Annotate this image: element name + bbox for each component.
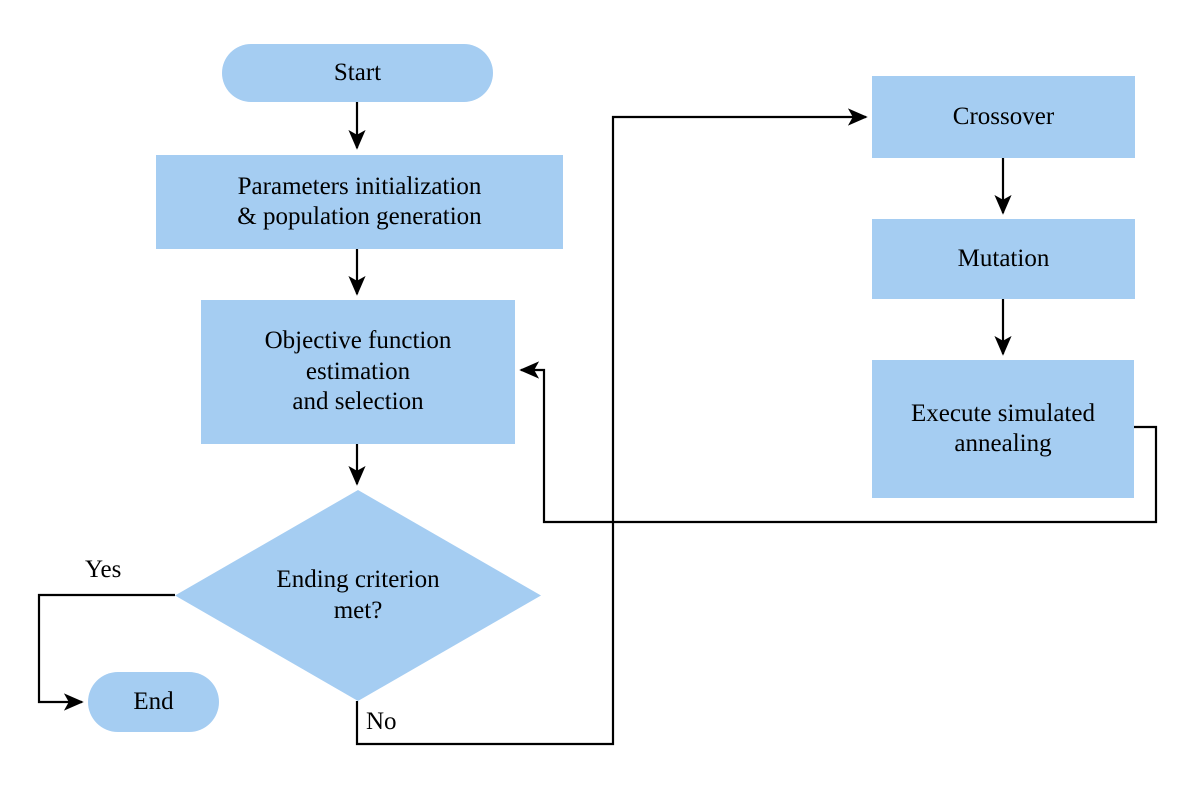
execute-simulated-annealing-node[interactable]: Execute simulated annealing [872, 360, 1134, 498]
objective-function-node-label: Objective function estimation and select… [264, 327, 452, 416]
no-branch-label: No [366, 708, 397, 735]
yes-branch-label: Yes [85, 556, 122, 583]
start-node[interactable]: Start [222, 44, 493, 102]
mutation-node-label: Mutation [957, 244, 1050, 272]
ending-criterion-decision-node-label: Ending criterion met? [276, 566, 440, 624]
parameters-initialization-node-label: Parameters initialization & population g… [237, 172, 482, 231]
execute-simulated-annealing-node-label: Execute simulated annealing [911, 399, 1095, 458]
end-node[interactable]: End [88, 672, 219, 732]
ending-criterion-decision-node[interactable]: Ending criterion met? [175, 490, 541, 701]
crossover-node-label: Crossover [952, 102, 1055, 130]
end-node-label: End [133, 687, 174, 715]
crossover-node[interactable]: Crossover [872, 76, 1135, 158]
parameters-initialization-node[interactable]: Parameters initialization & population g… [156, 155, 563, 249]
start-node-label: Start [333, 58, 382, 86]
objective-function-node[interactable]: Objective function estimation and select… [201, 300, 515, 444]
mutation-node[interactable]: Mutation [872, 219, 1135, 299]
